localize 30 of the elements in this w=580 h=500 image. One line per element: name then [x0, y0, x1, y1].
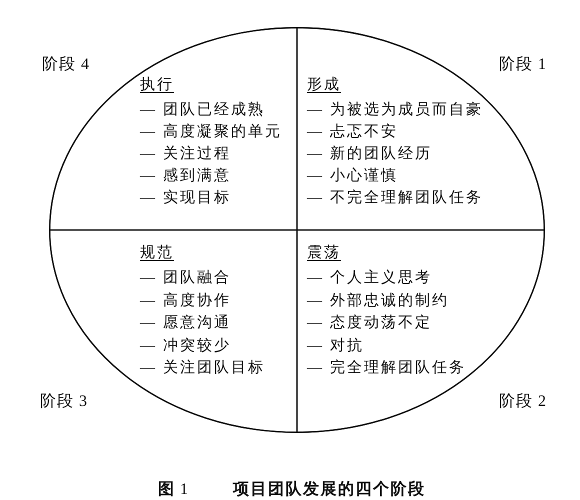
- list-item: — 团队融合: [140, 269, 231, 287]
- list-item: — 为被选为成员而自豪: [307, 101, 483, 119]
- stage-label: 阶段 4: [42, 56, 90, 74]
- list-item: — 个人主义思考: [307, 269, 432, 287]
- list-item: — 关注团队目标: [140, 359, 265, 377]
- heading: 规范: [140, 244, 174, 262]
- list-item: — 愿意沟通: [140, 314, 231, 332]
- list-item: — 高度协作: [140, 292, 231, 310]
- list-item: — 不完全理解团队任务: [307, 189, 483, 207]
- heading: 形成: [307, 76, 341, 94]
- list-item: — 小心谨慎: [307, 167, 398, 185]
- heading: 震荡: [307, 244, 341, 262]
- list-item: — 外部忠诚的制约: [307, 292, 449, 310]
- list-item: — 关注过程: [140, 145, 231, 163]
- list-item: — 新的团队经历: [307, 145, 432, 163]
- stage-label: 阶段 3: [40, 393, 88, 411]
- heading: 执行: [140, 76, 174, 94]
- list-item: — 对抗: [307, 336, 364, 354]
- list-item: — 感到满意: [140, 167, 231, 185]
- caption: 项目团队发展的四个阶段: [233, 480, 426, 500]
- figure-number: 图 1: [158, 480, 189, 500]
- list-item: — 实现目标: [140, 189, 231, 207]
- stage-label: 阶段 1: [499, 56, 547, 74]
- list-item: — 高度凝聚的单元: [140, 123, 282, 141]
- list-item: — 忐忑不安: [307, 123, 398, 141]
- list-item: — 团队已经成熟: [140, 101, 265, 119]
- list-item: — 态度动荡不定: [307, 314, 432, 332]
- list-item: — 冲突较少: [140, 336, 231, 354]
- stage-label: 阶段 2: [499, 393, 547, 411]
- list-item: — 完全理解团队任务: [307, 359, 466, 377]
